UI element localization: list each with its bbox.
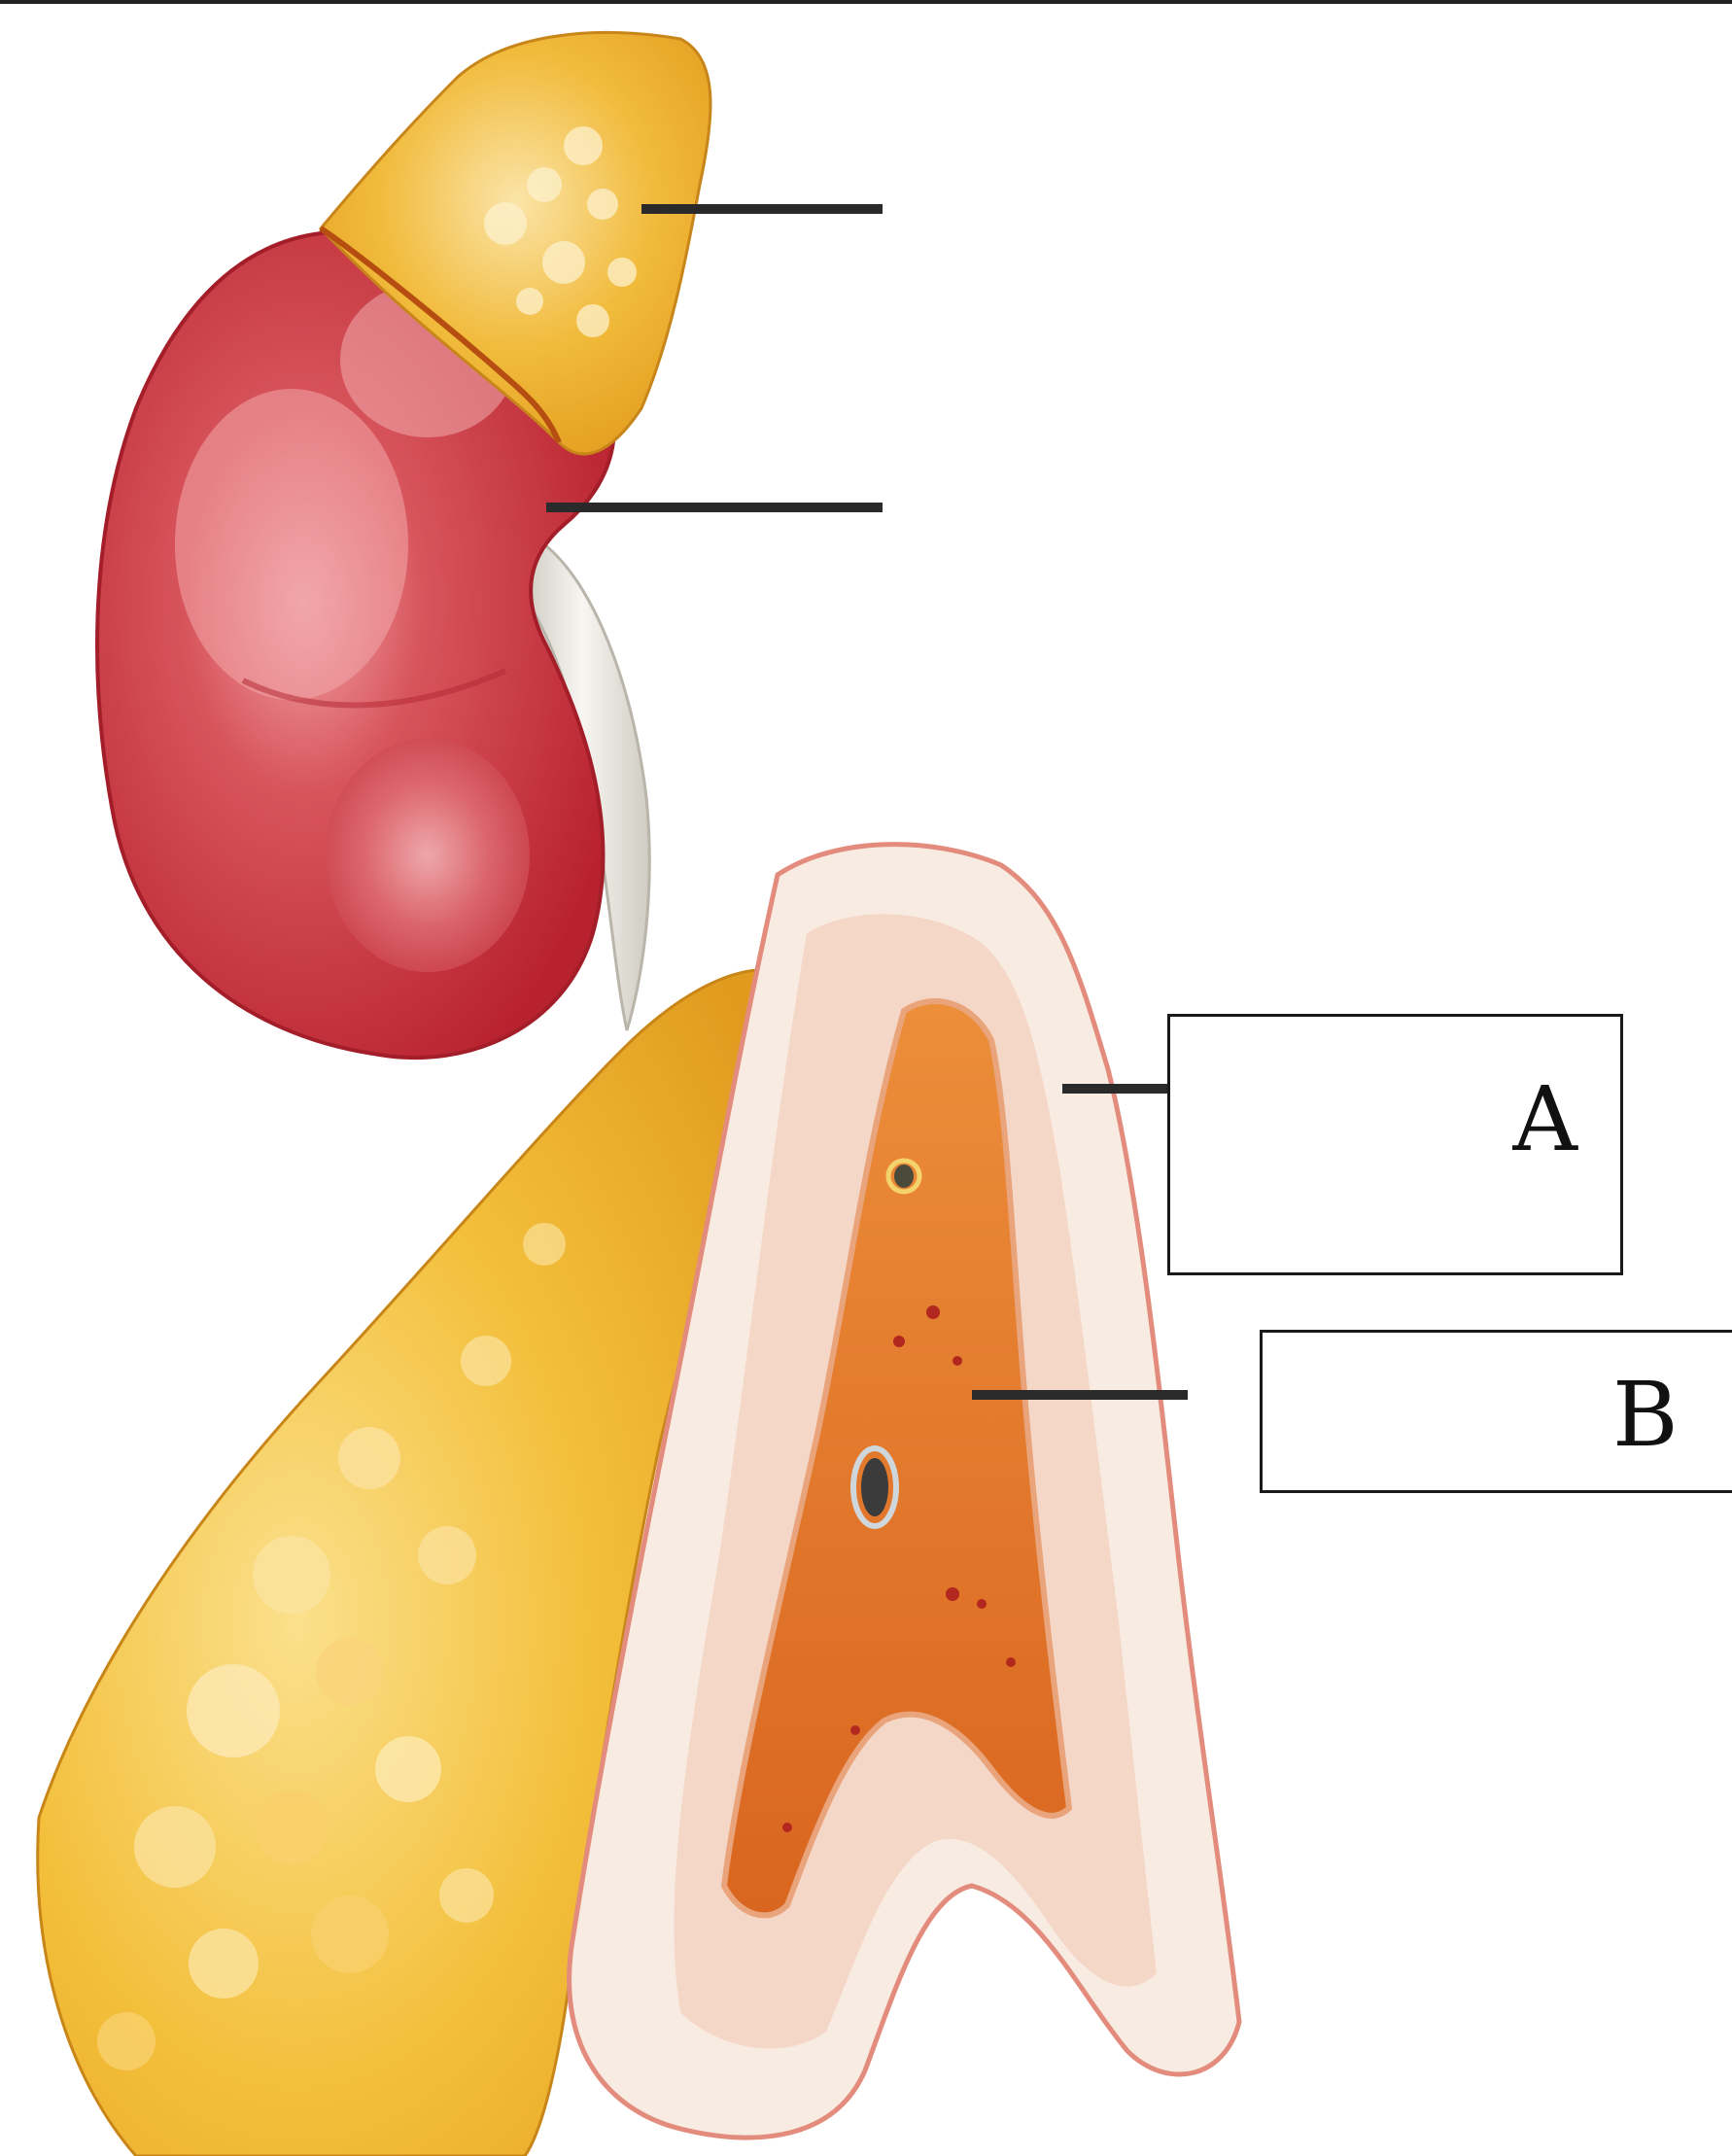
label-box-a: A	[1167, 1014, 1623, 1275]
label-a-text: A	[1513, 1075, 1577, 1165]
label-b-text: B	[1612, 1371, 1679, 1460]
label-box-b: B	[1260, 1330, 1732, 1493]
